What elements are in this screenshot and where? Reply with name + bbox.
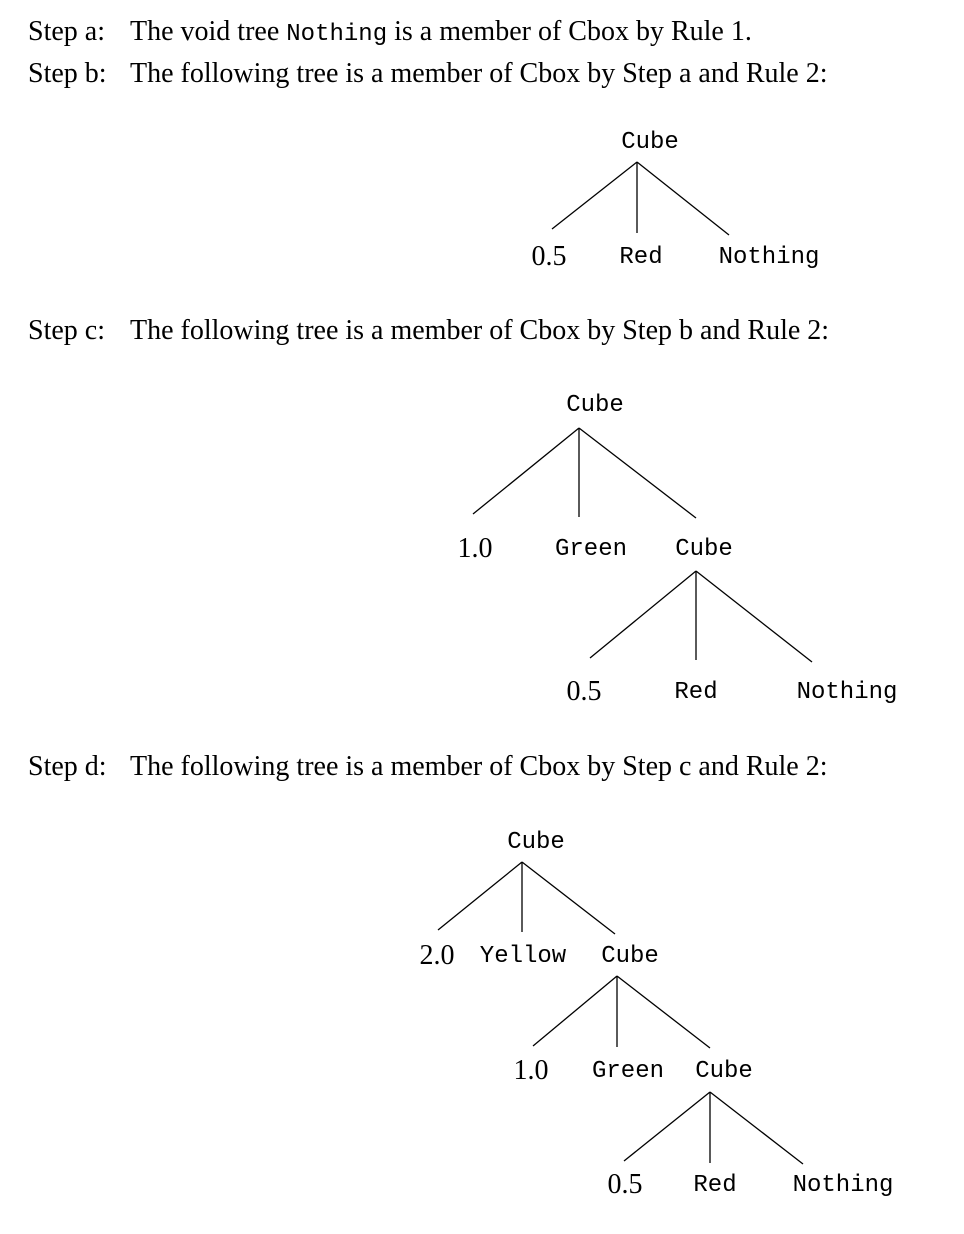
step-a-text-after: is a member of Cbox by Rule 1. xyxy=(394,16,752,47)
step-c-text: The following tree is a member of Cbox b… xyxy=(130,315,830,346)
step-b-label: Step b: xyxy=(28,58,107,89)
tree-c-color: Green xyxy=(554,536,628,563)
step-a-text-before: The void tree xyxy=(130,16,280,47)
step-d-text: The following tree is a member of Cbox b… xyxy=(130,751,828,782)
tree-c-child-color: Red xyxy=(674,679,718,706)
tree-d-edge-size xyxy=(437,861,523,931)
tree-d-child-edge-size xyxy=(532,975,618,1047)
tree-b-size: 0.5 xyxy=(531,241,567,272)
step-a-code: Nothing xyxy=(286,21,388,48)
tree-d-edges xyxy=(437,861,804,1165)
tree-d-size: 2.0 xyxy=(419,940,455,971)
tree-c-child-edge-size xyxy=(589,570,697,659)
step-c-label: Step c: xyxy=(28,315,105,346)
tree-d-grandchild-edge-size xyxy=(623,1091,711,1162)
tree-d-grandchild-size: 0.5 xyxy=(607,1169,643,1200)
tree-d-child-edge-inner xyxy=(616,975,711,1049)
tree-d-inner: Cube xyxy=(601,943,659,970)
tree-d-color: Yellow xyxy=(479,943,567,970)
tree-d-child-size: 1.0 xyxy=(513,1055,549,1086)
tree-d-grandchild-inner: Nothing xyxy=(792,1172,894,1199)
tree-b-root: Cube xyxy=(621,129,679,156)
tree-c-size: 1.0 xyxy=(457,533,493,564)
tree-d-root: Cube xyxy=(507,829,565,856)
tree-d-grandchild-color: Red xyxy=(693,1172,737,1199)
tree-d-grandchild-edge-inner xyxy=(709,1091,804,1165)
tree-b-edge-inner xyxy=(636,161,730,236)
tree-c-edge-inner xyxy=(578,427,697,519)
tree-d-edge-inner xyxy=(521,861,616,935)
step-a-label: Step a: xyxy=(28,16,105,47)
tree-c-inner: Cube xyxy=(675,536,733,563)
tree-d-child-inner: Cube xyxy=(695,1058,753,1085)
tree-c-child-size: 0.5 xyxy=(566,676,602,707)
tree-d-child-color: Green xyxy=(591,1058,665,1085)
step-d-label: Step d: xyxy=(28,751,107,782)
step-b-text: The following tree is a member of Cbox b… xyxy=(130,58,828,89)
tree-c-child-edge-inner xyxy=(695,570,813,663)
tree-b-color: Red xyxy=(619,244,663,271)
tree-c-root: Cube xyxy=(566,392,624,419)
tree-c-edge-size xyxy=(472,427,580,515)
tree-b-edge-size xyxy=(551,161,638,230)
step-a-text: The void tree Nothing is a member of Cbo… xyxy=(130,18,752,47)
tree-b-edges xyxy=(551,161,730,236)
tree-b-inner: Nothing xyxy=(718,244,820,271)
tree-c-edges xyxy=(472,427,813,663)
tree-c-child-inner: Nothing xyxy=(796,679,898,706)
